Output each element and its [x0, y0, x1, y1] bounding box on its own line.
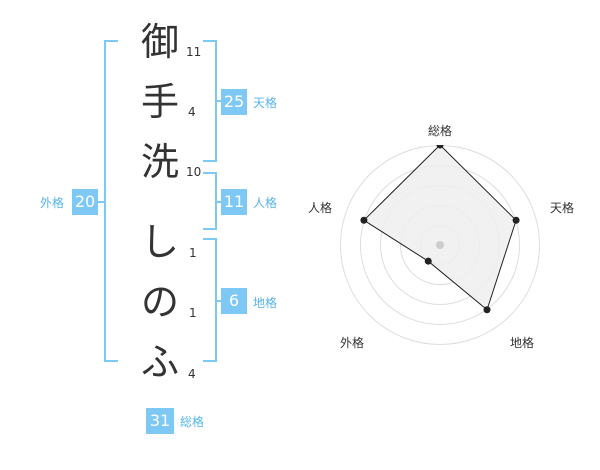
jinkaku-badge: 11	[221, 189, 247, 215]
tenkaku-bracket	[203, 40, 217, 162]
name-char-2: 手	[140, 80, 179, 124]
radar-point-3	[483, 306, 491, 314]
jinkaku-connector	[216, 201, 222, 203]
chikaku-badge: 6	[221, 288, 247, 314]
stroke-count-1: 11	[186, 45, 202, 59]
stroke-count-2: 4	[188, 105, 196, 119]
soukaku-badge: 31	[146, 408, 174, 434]
gaikaku-label: 外格	[40, 196, 65, 210]
radar-label-gaikaku: 外格	[340, 336, 365, 350]
radar-label-soukaku: 総格	[428, 124, 453, 138]
radar-label-tenkaku: 天格	[550, 201, 575, 215]
radar-label-jinkaku: 人格	[308, 201, 333, 215]
name-char-1: 御	[140, 20, 179, 64]
jinkaku-label: 人格	[253, 196, 278, 210]
name-char-3: 洗	[140, 140, 179, 184]
tenkaku-badge: 25	[221, 89, 247, 115]
name-char-5: の	[140, 280, 179, 324]
chikaku-label: 地格	[253, 296, 278, 310]
chikaku-bracket	[203, 238, 217, 362]
radar-series-polygon	[363, 145, 517, 311]
jinkaku-bracket	[203, 172, 217, 230]
stroke-count-6: 4	[188, 367, 196, 381]
tenkaku-connector	[216, 100, 222, 102]
gaikaku-badge: 20	[72, 189, 98, 215]
stroke-count-5: 1	[189, 306, 197, 320]
radar-label-chikaku: 地格	[510, 336, 535, 350]
tenkaku-label: 天格	[253, 96, 278, 110]
radar-point-5	[360, 216, 368, 224]
stroke-count-3: 10	[186, 165, 202, 179]
fortune-radar-chart	[340, 145, 540, 345]
radar-point-4	[424, 257, 432, 265]
name-char-4: し	[140, 220, 179, 264]
radar-point-1	[436, 145, 444, 149]
name-char-6: ふ	[140, 340, 179, 384]
gaikaku-bracket	[104, 40, 118, 362]
soukaku-label: 総格	[180, 415, 205, 429]
stroke-count-4: 1	[189, 246, 197, 260]
radar-center-dot	[436, 241, 444, 249]
chikaku-connector	[216, 300, 222, 302]
gaikaku-connector	[98, 201, 104, 203]
radar-point-2	[512, 216, 520, 224]
